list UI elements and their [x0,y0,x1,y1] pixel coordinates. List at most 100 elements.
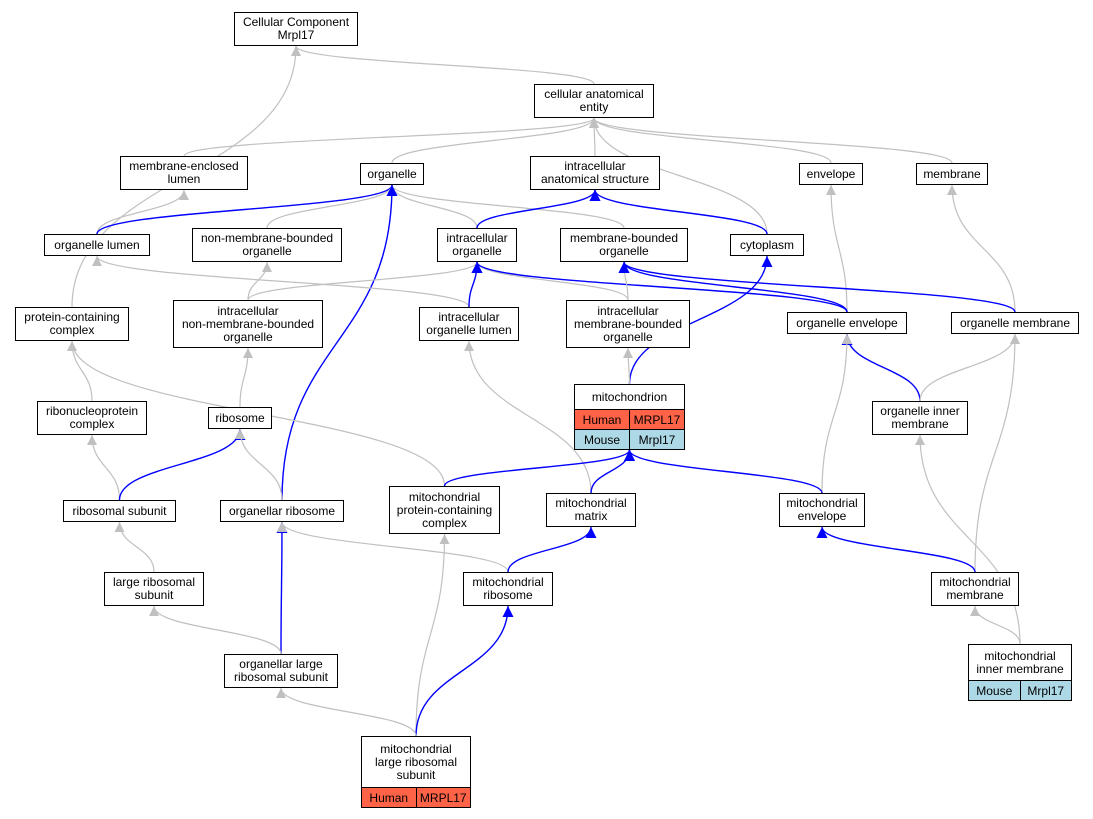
node-membrane[interactable]: membrane [916,163,988,185]
node-ribosome[interactable]: ribosome [208,407,272,429]
node-organelle-envelope[interactable]: organelle envelope [787,312,907,334]
node-label: envelope [806,166,856,181]
node-label: protein-containing complex [24,310,120,337]
edge-mrib-to-orib [277,521,509,573]
node-mitochondrial-matrix[interactable]: mitochondrial matrix [546,493,636,527]
node-label: intracellular anatomical structure [540,159,650,186]
node-label: intracellular membrane-bounded organelle [573,303,683,344]
node-intracellular-membrane-bounded-organelle[interactable]: intracellular membrane-bounded organelle [566,300,690,348]
node-mitochondrial-envelope[interactable]: mitochondrial envelope [779,493,865,527]
node-intracellular-anatomical-structure[interactable]: intracellular anatomical structure [530,156,660,190]
node-label: organelle membrane [959,315,1071,330]
edge-iol-to-orglum [92,255,470,308]
node-intracellular-non-membrane-bounded-organelle[interactable]: intracellular non-membrane-bounded organ… [173,300,323,348]
edge-imbo-to-io [472,261,629,301]
edge-org-to-cae [391,117,599,164]
node-label: organelle envelope [796,315,898,330]
edge-env-to-cae [589,117,832,164]
edge-mlrsu-to-mrib [415,605,514,737]
node-intracellular-organelle[interactable]: intracellular organelle [437,228,517,262]
annotation-row-mouse: Mouse Mrpl17 [969,680,1071,700]
node-label: cytoplasm [739,237,795,252]
node-label: large ribosomal subunit [112,575,196,602]
species-cell: Human [369,790,409,805]
node-large-ribosomal-subunit[interactable]: large ribosomal subunit [104,572,204,606]
edge-orgenv-to-env [826,184,848,313]
node-mitochondrial-ribosome[interactable]: mitochondrial ribosome [463,572,553,606]
edge-olrsu-to-orib [276,521,288,655]
node-ribosomal-subunit[interactable]: ribosomal subunit [63,500,176,522]
annotation-row-mouse: Mouse Mrpl17 [575,429,684,449]
edge-mbo-to-org [387,184,625,229]
edge-mem-to-cae [589,117,953,164]
edge-orgmem-to-mbo [618,261,1016,313]
node-intracellular-organelle-lumen[interactable]: intracellular organelle lumen [419,307,519,341]
edge-rsu-to-ribo [118,428,246,501]
node-label: intracellular organelle [446,231,508,258]
node-organellar-ribosome[interactable]: organellar ribosome [220,500,344,522]
node-ribonucleoprotein-complex[interactable]: ribonucleoprotein complex [37,401,147,435]
node-label: organelle lumen [54,237,140,252]
edge-menv-to-orgenv [821,333,852,494]
edge-mmem-to-orgmem [974,333,1020,573]
edge-lrsu-to-rsu [114,521,155,573]
gene-cell: Mrpl17 [1019,681,1072,700]
edge-orib-to-org [281,184,398,501]
node-mitochondrial-membrane[interactable]: mitochondrial membrane [931,572,1019,606]
node-envelope[interactable]: envelope [799,163,863,185]
node-membrane-enclosed-lumen[interactable]: membrane-enclosed lumen [120,156,248,190]
node-mitochondrial-large-ribosomal-subunit[interactable]: mitochondrial large ribosomal subunit Hu… [361,736,471,808]
edge-ribo-to-inmbo [239,347,253,408]
node-label: ribonucleoprotein complex [45,404,139,431]
node-label: mitochondrial membrane [939,575,1011,602]
node-mitochondrial-protein-containing-complex[interactable]: mitochondrial protein-containing complex [389,486,500,534]
edge-cyto-to-cae [589,117,768,235]
node-label: mitochondrial matrix [555,496,627,523]
edge-mim-to-mmem [970,605,1021,645]
node-label: membrane-bounded organelle [569,231,679,258]
node-label: intracellular non-membrane-bounded organ… [181,303,315,344]
node-label: mitochondrial protein-containing complex [396,489,493,530]
node-label: organellar large ribosomal subunit [233,657,329,684]
node-label: ribosomal subunit [72,503,167,518]
edge-oim-to-orgmem [919,333,1020,402]
edge-olrsu-to-lrsu [149,605,282,655]
node-organelle-inner-membrane[interactable]: organelle inner membrane [872,401,968,435]
edge-mlrsu-to-olrsu [276,687,417,737]
node-label: mitochondrial large ribosomal subunit [374,741,458,782]
edge-mlrsu-to-mpcc [415,533,450,737]
node-protein-containing-complex[interactable]: protein-containing complex [15,307,129,341]
edge-orglum-to-mel [96,189,189,235]
edge-mrib-to-mmat [507,526,597,573]
gene-cell: Mrpl17 [629,430,684,449]
node-label: organelle inner membrane [880,404,960,431]
node-label: mitochondrial ribosome [472,575,544,602]
edge-orgmem-to-mem [947,184,1016,313]
node-organelle-membrane[interactable]: organelle membrane [951,312,1079,334]
node-label: membrane [923,166,981,181]
node-mitochondrial-inner-membrane[interactable]: mitochondrial inner membrane Mouse Mrpl1… [968,644,1072,701]
edge-cyto-to-ias [589,189,768,235]
node-non-membrane-bounded-organelle[interactable]: non-membrane-bounded organelle [192,228,342,262]
edge-mel-to-cae [183,117,599,157]
node-organellar-large-ribosomal-subunit[interactable]: organellar large ribosomal subunit [224,654,338,688]
node-organelle-lumen[interactable]: organelle lumen [44,234,150,256]
edge-orgenv-to-io [471,261,848,313]
node-mitochondrion[interactable]: mitochondrion Human MRPL17 Mouse Mrpl17 [574,384,685,450]
node-organelle[interactable]: organelle [360,163,424,185]
annotation-row-human: Human MRPL17 [362,787,470,807]
node-label: mitochondrion [591,389,668,404]
node-cellular-anatomical-entity[interactable]: cellular anatomical entity [534,84,654,118]
node-membrane-bounded-organelle[interactable]: membrane-bounded organelle [560,228,688,262]
node-cellular-component[interactable]: Cellular Component Mrpl17 [234,12,358,46]
edge-mito-to-imbo [623,347,634,385]
node-label: non-membrane-bounded organelle [200,231,334,258]
species-cell: Mouse [583,432,621,447]
node-cytoplasm[interactable]: cytoplasm [730,234,804,256]
species-cell: Mouse [976,683,1013,698]
annotation-row-human: Human MRPL17 [575,409,684,429]
node-label: intracellular organelle lumen [426,310,512,337]
edge-mmem-to-menv [816,526,976,573]
